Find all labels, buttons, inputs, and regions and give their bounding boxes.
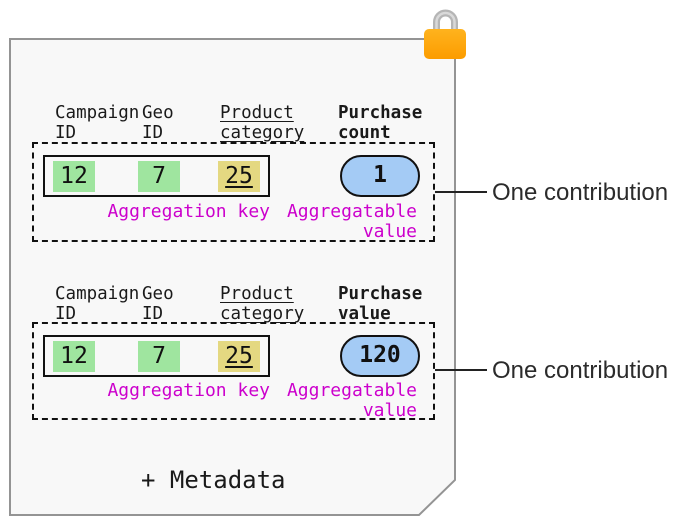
label-line: Aggregatable [286,380,417,401]
aggregation-key-box [43,335,270,377]
label-line: Aggregatable [286,201,417,222]
metadata-label: + Metadata [141,466,286,494]
key-cell-product-category: 25 [218,161,260,192]
aggregation-key-label: Aggregation key [107,380,270,401]
header-line: Purchase [338,103,423,123]
contribution-dashed-box [32,142,435,242]
header-line: Campaign [55,103,140,123]
key-cell-campaign-id: 12 [53,341,95,372]
aggregation-key-box [43,155,270,197]
key-cell-campaign-id: 12 [53,161,95,192]
one-contribution-label-2: One contribution [492,357,669,384]
label-line: value [362,221,417,242]
header-line: ID [142,123,164,143]
label-line: value [362,400,417,421]
aggregatable-value-pill: 120 [340,335,420,377]
lock-icon [424,9,466,59]
lock-body [424,29,466,59]
document-shape [9,38,456,516]
lock-shackle-highlight [435,11,456,32]
header-line: Product [220,103,294,123]
header-line: ID [55,123,77,143]
header-line: category [220,304,305,324]
key-cell-geo-id: 7 [138,161,180,192]
header-line: value [338,304,391,324]
header-line: Product [220,284,294,304]
key-cell-geo-id: 7 [138,341,180,372]
key-cell-product-category: 25 [218,341,260,372]
header-line: category [220,123,305,143]
contribution-dashed-box [32,322,435,420]
one-contribution-label-1: One contribution [492,179,669,206]
header-line: count [338,123,391,143]
header-line: ID [142,304,164,324]
header-line: Geo [142,103,174,123]
aggregation-key-label: Aggregation key [107,201,270,222]
header-line: Geo [142,284,174,304]
header-line: Campaign [55,284,140,304]
header-line: ID [55,304,77,324]
aggregatable-value-pill: 1 [340,155,420,197]
header-line: Purchase [338,284,423,304]
